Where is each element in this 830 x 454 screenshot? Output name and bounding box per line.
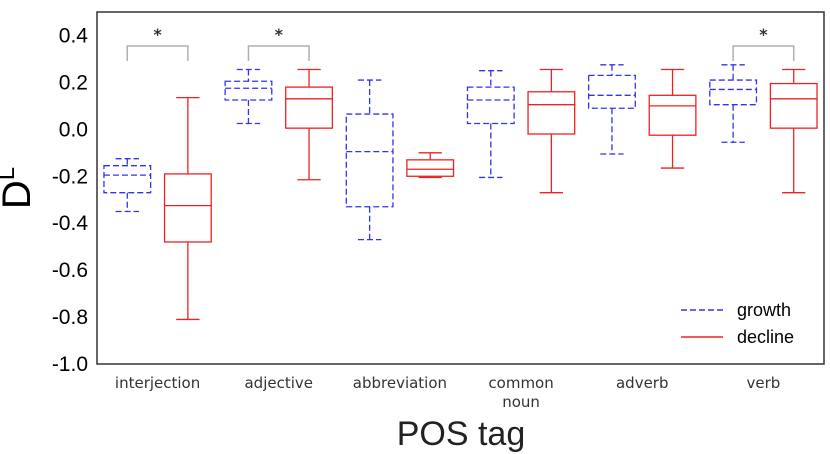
box-decline <box>648 68 697 169</box>
legend-label-decline: decline <box>737 327 794 347</box>
box-iqr <box>769 82 818 129</box>
legend: growth decline <box>681 300 794 347</box>
box-growth <box>587 64 636 155</box>
box-series <box>103 64 818 321</box>
box-iqr <box>709 79 758 106</box>
legend-label-growth: growth <box>737 300 791 320</box>
box-iqr <box>285 86 334 129</box>
x-tick-labels: interjection adjective abbreviation commonn… <box>115 374 780 411</box>
y-tick-label: -0.8 <box>52 306 88 329</box>
bracket-line <box>247 45 310 62</box>
y-axis-title-main: D <box>0 180 39 209</box>
box-decline <box>406 152 455 179</box>
x-tick-label: interjection <box>115 374 200 392</box>
x-tick-label: adverb <box>616 374 669 392</box>
y-tick-label: 0.0 <box>59 118 88 141</box>
box-iqr <box>224 80 273 101</box>
x-tick-label: common <box>488 374 553 392</box>
significance-bracket: * <box>126 25 189 62</box>
box-growth <box>466 70 515 179</box>
significance-brackets: * * * <box>126 25 795 62</box>
box-decline <box>527 68 576 194</box>
bracket-line <box>126 45 189 62</box>
y-tick-label: 0.2 <box>59 71 88 94</box>
box-decline <box>163 97 212 321</box>
significance-bracket: * <box>732 25 795 62</box>
box-iqr <box>345 113 394 208</box>
y-axis-title: DL <box>0 167 39 209</box>
y-tick-label: 0.4 <box>59 24 89 47</box>
box-decline <box>769 68 818 194</box>
box-iqr <box>163 173 212 243</box>
significance-star: * <box>153 25 162 44</box>
y-tick-label: -1.0 <box>52 353 88 376</box>
box-growth <box>103 158 152 213</box>
box-iqr <box>103 165 152 194</box>
box-iqr <box>466 86 515 125</box>
y-tick-labels: 0.4 0.2 0.0 -0.2 -0.4 -0.6 -0.8 -1.0 <box>52 24 89 376</box>
box-iqr <box>648 94 697 136</box>
y-tick-label: -0.2 <box>52 165 88 188</box>
x-tick-label: adjective <box>244 374 313 392</box>
box-growth <box>345 79 394 241</box>
box-iqr <box>527 91 576 135</box>
x-axis-title: POS tag <box>397 415 526 453</box>
significance-bracket: * <box>247 25 310 62</box>
box-decline <box>285 68 334 181</box>
significance-star: * <box>275 25 284 44</box>
y-tick-label: -0.6 <box>52 259 88 282</box>
box-growth <box>709 64 758 143</box>
x-tick-label: abbreviation <box>353 374 447 392</box>
box-iqr <box>406 159 455 177</box>
x-tick-label: verb <box>747 374 781 392</box>
box-iqr <box>587 74 636 109</box>
y-tick-label: -0.4 <box>52 212 89 235</box>
significance-star: * <box>759 25 768 44</box>
plot-frame <box>96 11 825 365</box>
bracket-line <box>732 45 795 62</box>
y-axis-title-superscript: L <box>0 167 20 180</box>
box-growth <box>224 68 273 125</box>
x-tick-label: noun <box>502 393 540 411</box>
